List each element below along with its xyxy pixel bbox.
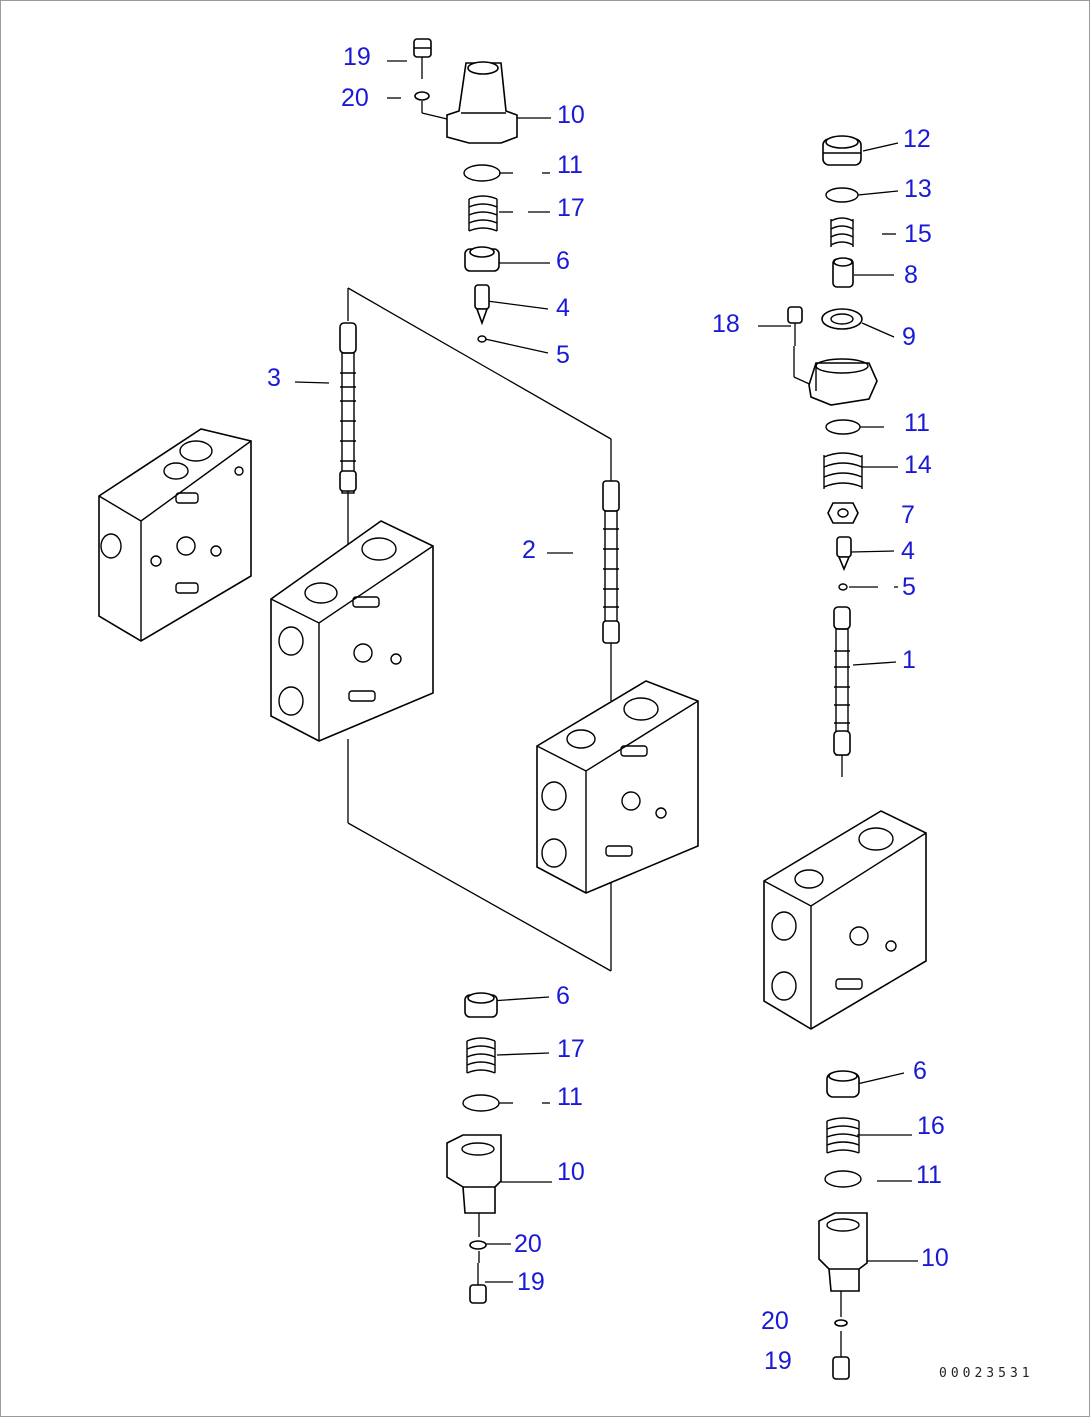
callout-10-right: 10 (921, 1244, 949, 1272)
callout-9: 9 (902, 323, 916, 351)
callout-4-top: 4 (556, 294, 570, 322)
valve-block-right-center (536, 680, 699, 894)
o-ring-11-right-bottom (824, 1170, 862, 1188)
callout-19-bottom: 19 (517, 1268, 545, 1296)
o-ring-13 (825, 187, 859, 203)
callout-5-top: 5 (556, 341, 570, 369)
spring-15 (830, 217, 854, 247)
callout-19-top: 19 (343, 43, 371, 71)
callout-10-top: 10 (557, 101, 585, 129)
callout-17-top: 17 (557, 194, 585, 222)
o-ring-11-top (463, 164, 501, 182)
bolt-18 (787, 306, 803, 346)
piston-8 (832, 257, 854, 288)
callout-10-bottom: 10 (557, 1158, 585, 1186)
callout-8: 8 (904, 261, 918, 289)
callout-11-top: 11 (557, 151, 583, 179)
spool-2 (602, 480, 620, 644)
bolt-19-right (832, 1331, 850, 1380)
ring-5-right (838, 583, 848, 591)
callout-11-bottom: 11 (557, 1083, 583, 1111)
washer-20-bottom (469, 1240, 487, 1250)
callout-11-right: 11 (904, 409, 930, 437)
callout-18: 18 (712, 310, 740, 338)
poppet-4-right (836, 536, 852, 572)
o-ring-11-bottom (462, 1094, 500, 1112)
drawing-code: 00023531 (939, 1366, 1034, 1381)
housing-right (808, 358, 878, 406)
retainer-6-top (464, 246, 500, 272)
callout-20-right: 20 (761, 1307, 789, 1335)
spring-17-top (468, 195, 498, 232)
callout-20-top: 20 (341, 84, 369, 112)
seat-9 (821, 308, 863, 330)
cover-10-bottom (446, 1134, 502, 1214)
o-ring-11-right (825, 419, 861, 435)
callout-2: 2 (522, 536, 536, 564)
valve-block-right (763, 810, 927, 1030)
callout-17-bottom: 17 (557, 1035, 585, 1063)
callout-20-bottom: 20 (514, 1230, 542, 1258)
callout-19-right: 19 (764, 1347, 792, 1375)
bolt-19-top (413, 38, 432, 71)
poppet-4-top (474, 284, 490, 326)
spool-3 (339, 322, 357, 494)
leader-lines (294, 60, 918, 1283)
nut-7 (827, 502, 859, 524)
spool-1 (833, 606, 851, 756)
callout-16: 16 (917, 1112, 945, 1140)
cover-10-right (818, 1212, 868, 1292)
callout-12: 12 (903, 125, 931, 153)
retainer-6-bottom (464, 992, 498, 1018)
retainer-6-right (826, 1070, 860, 1098)
callout-6-right: 6 (913, 1057, 927, 1085)
callout-5-right: 5 (902, 573, 916, 601)
callout-6-bottom: 6 (556, 982, 570, 1010)
callout-4-right: 4 (901, 537, 915, 565)
plug-12 (822, 135, 862, 166)
spring-16 (826, 1117, 860, 1154)
callout-15: 15 (904, 220, 932, 248)
callout-3: 3 (267, 364, 281, 392)
callout-14: 14 (904, 451, 932, 479)
callout-13: 13 (904, 175, 932, 203)
spring-17-bottom (466, 1037, 496, 1074)
valve-block-center (270, 520, 434, 742)
washer-20-top (414, 91, 430, 101)
callout-11-right-bottom: 11 (916, 1161, 942, 1189)
ring-5-top (477, 335, 487, 343)
cover-10-top (446, 61, 518, 144)
spring-14 (823, 452, 863, 489)
callout-7: 7 (901, 501, 915, 529)
bolt-19-bottom (469, 1263, 487, 1304)
callout-1: 1 (902, 646, 916, 674)
washer-20-right (834, 1319, 848, 1327)
valve-block-left (98, 428, 252, 642)
callout-6-top: 6 (556, 247, 570, 275)
